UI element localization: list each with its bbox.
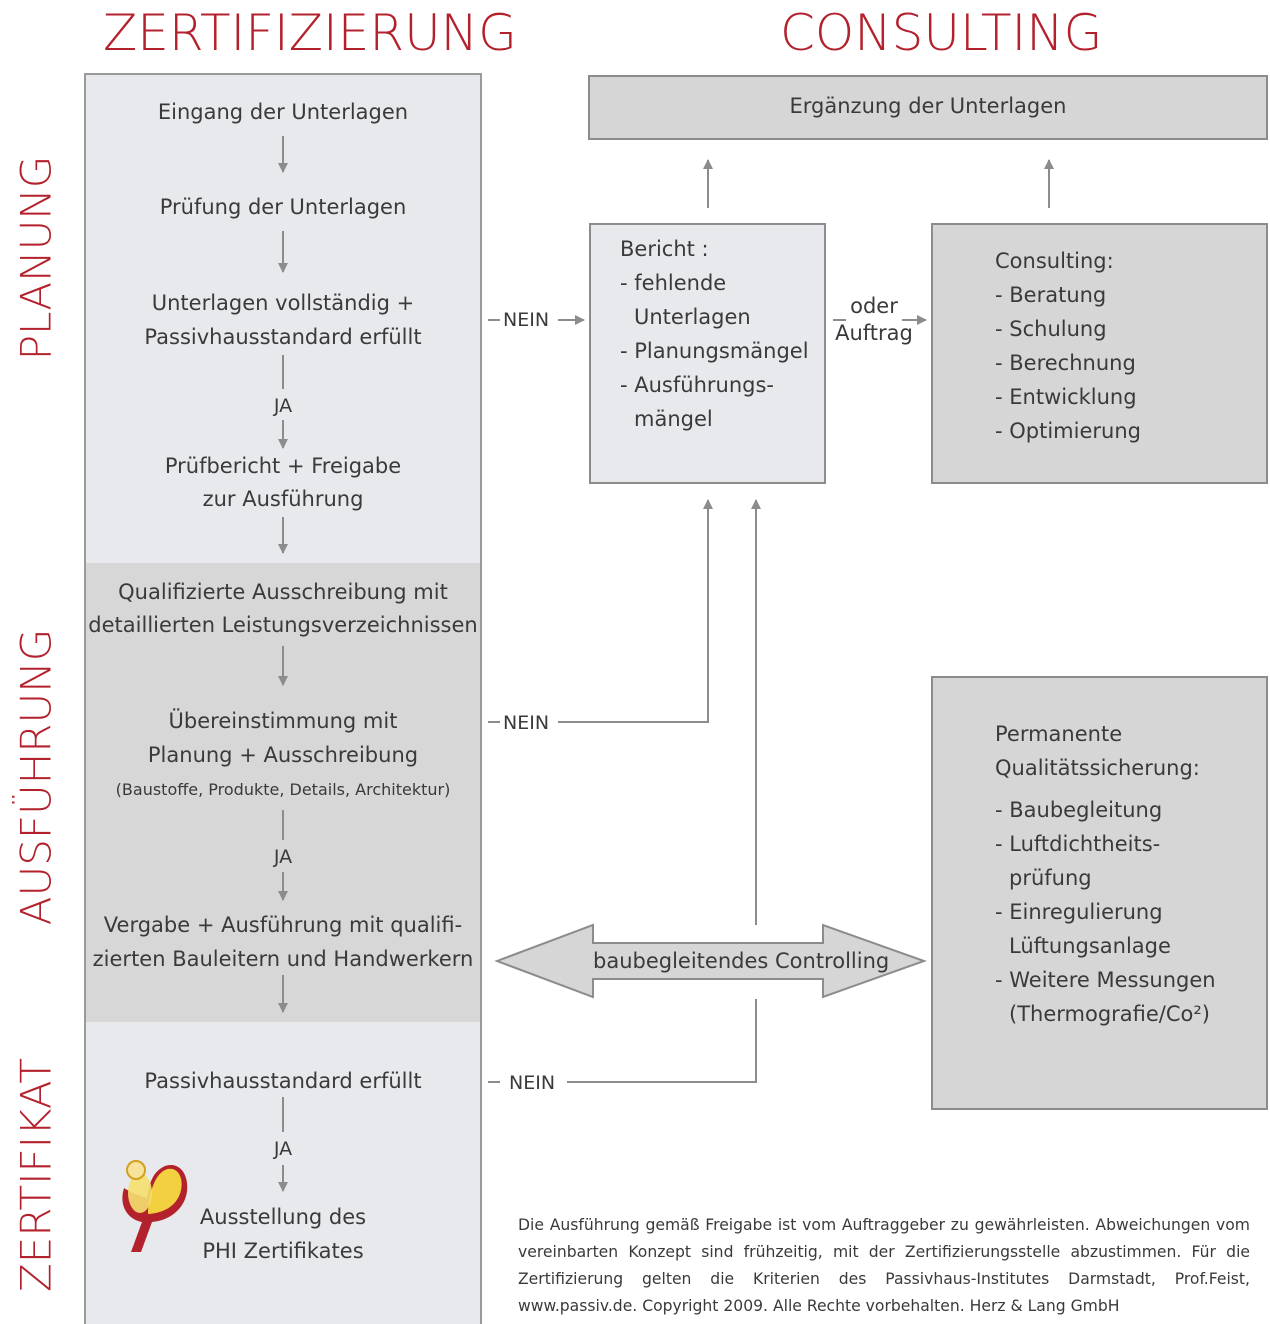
qualitaet-item: - Weitere Messungen (995, 968, 1216, 992)
controlling-double-arrow (494, 923, 927, 999)
qualitaet-item: prüfung (1009, 866, 1092, 890)
bericht-item: - Planungsmängel (620, 339, 809, 363)
qualitaet-list: Permanente Qualitätssicherung: - Baubegl… (995, 717, 1216, 1031)
bericht-item: - fehlende (620, 271, 727, 295)
bericht-box (589, 223, 826, 484)
ja-label-3: JA (273, 1138, 293, 1160)
step-uebereinstimmung-line1: Übereinstimmung mit (168, 709, 398, 733)
ergaenzung-label: Ergänzung der Unterlagen (789, 94, 1067, 118)
oder-label: oder (850, 294, 898, 318)
step-passivhausstandard: Passivhausstandard erfüllt (144, 1069, 422, 1093)
controlling-label: baubegleitendes Controlling (593, 949, 890, 973)
consulting-list: Consulting: - Beratung - Schulung - Bere… (995, 244, 1141, 448)
qualitaet-title-2: Qualitätssicherung: (995, 756, 1200, 780)
step-pruefbericht-line1: Prüfbericht + Freigabe (164, 454, 402, 478)
qualitaet-item: (Thermografie/Co²) (1009, 1002, 1210, 1026)
consulting-box (931, 223, 1268, 484)
bericht-item: Unterlagen (634, 305, 751, 329)
step-pruefbericht-line2: zur Ausführung (202, 487, 364, 511)
consulting-item: - Optimierung (995, 419, 1141, 443)
qualitaet-item: - Baubegleitung (995, 798, 1163, 822)
phi-logo (122, 1160, 188, 1252)
nein-label-2: NEIN (503, 712, 550, 734)
step-pruefung: Prüfung der Unterlagen (159, 195, 407, 219)
bericht-item: mängel (634, 407, 713, 431)
step-vollstaendig-line1: Unterlagen vollständig + (151, 291, 415, 315)
nein3-path (567, 999, 757, 1083)
step-zertifikat-line1: Ausstellung des (199, 1205, 367, 1229)
bericht-list: Bericht : - fehlende Unterlagen - Planun… (620, 232, 809, 436)
step-ausschreibung-line2: detaillierten Leistungsverzeichnissen (88, 613, 478, 637)
header-consulting: CONSULTING (780, 4, 1103, 62)
step-uebereinstimmung-line3: (Baustoffe, Produkte, Details, Architekt… (115, 780, 451, 799)
step-vergabe-line1: Vergabe + Ausführung mit qualifi- (103, 913, 463, 937)
nein-label-3: NEIN (509, 1072, 556, 1094)
consulting-title: Consulting: (995, 249, 1114, 273)
ja-label-1: JA (273, 395, 293, 417)
consulting-item: - Beratung (995, 283, 1107, 307)
nein-label-1: NEIN (503, 309, 550, 331)
ergaenzung-box (588, 75, 1268, 140)
nein2-path (558, 499, 713, 723)
step-ausschreibung-line1: Qualifizierte Ausschreibung mit (118, 580, 448, 604)
qualitaet-item: - Einregulierung (995, 900, 1163, 924)
header-zertifizierung: ZERTIFIZIERUNG (103, 4, 517, 62)
footer-disclaimer: Die Ausführung gemäß Freigabe ist vom Au… (518, 1216, 1250, 1315)
bericht-title: Bericht : (620, 237, 709, 261)
step-uebereinstimmung-line2: Planung + Ausschreibung (147, 743, 419, 767)
consulting-item: - Entwicklung (995, 385, 1137, 409)
consulting-item: - Berechnung (995, 351, 1136, 375)
step-eingang: Eingang der Unterlagen (157, 100, 409, 124)
ja-label-2: JA (273, 846, 293, 868)
step-vollstaendig-line2: Passivhausstandard erfüllt (144, 325, 422, 349)
consulting-item: - Schulung (995, 317, 1107, 341)
qualitaetssicherung-box (931, 676, 1268, 1110)
auftrag-label: Auftrag (835, 321, 913, 345)
step-zertifikat-line2: PHI Zertifikates (202, 1239, 364, 1263)
qualitaet-item: Lüftungsanlage (1009, 934, 1171, 958)
bericht-item: - Ausführungs- (620, 373, 774, 397)
qualitaet-item: - Luftdichtheits- (995, 832, 1161, 856)
ausfuehrung-panel (84, 563, 482, 1022)
qualitaet-title-1: Permanente (995, 722, 1123, 746)
step-vergabe-line2: zierten Bauleitern und Handwerkern (92, 947, 474, 971)
